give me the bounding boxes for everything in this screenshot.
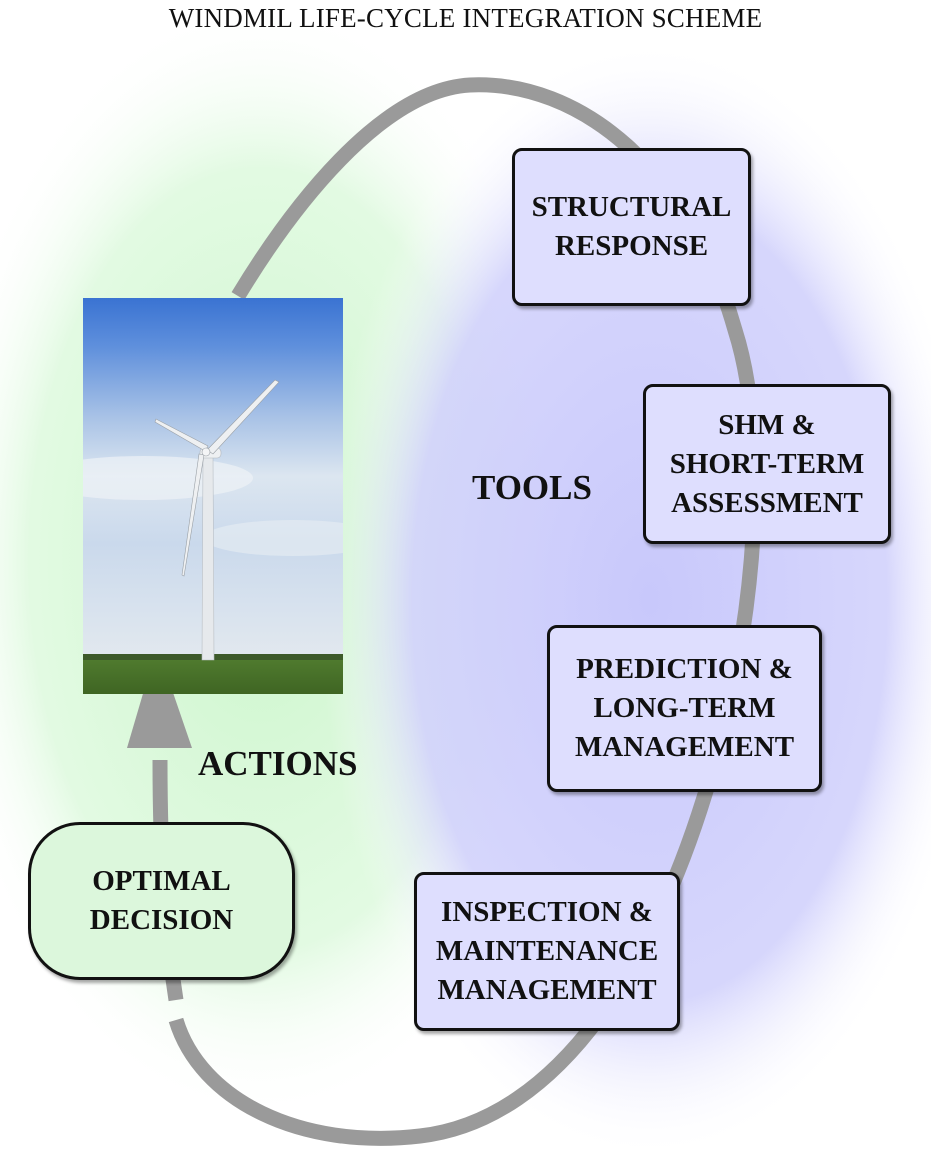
cycle-path-top-right xyxy=(168,77,763,1146)
shm-assessment-box: SHM & SHORT-TERM ASSESSMENT xyxy=(643,384,891,544)
wind-turbine-photo xyxy=(83,298,343,694)
prediction-management-box: PREDICTION & LONG-TERM MANAGEMENT xyxy=(547,625,822,792)
turbine-hub xyxy=(201,447,211,457)
actions-label: ACTIONS xyxy=(198,744,358,783)
optimal-decision-label: OPTIMAL DECISION xyxy=(89,865,234,936)
actions-arrowhead xyxy=(127,646,192,748)
optimal-decision-box: OPTIMAL DECISION xyxy=(28,822,295,980)
diagram-title: WINDMIL LIFE-CYCLE INTEGRATION SCHEME xyxy=(168,3,763,33)
structural-response-box: STRUCTURAL RESPONSE xyxy=(512,148,751,306)
structural-response-label: STRUCTURAL RESPONSE xyxy=(531,191,732,262)
turbine-blade-up xyxy=(206,379,280,455)
turbine-blade-left xyxy=(154,418,209,452)
inspection-maintenance-label: INSPECTION & MAINTENANCE MANAGEMENT xyxy=(435,896,659,1006)
grass-field xyxy=(83,660,343,694)
turbine-tower xyxy=(201,455,215,661)
shm-assessment-label: SHM & SHORT-TERM ASSESSMENT xyxy=(669,408,865,519)
turbine-blade-down xyxy=(181,453,205,577)
prediction-management-label: PREDICTION & LONG-TERM MANAGEMENT xyxy=(574,653,795,763)
tools-label: TOOLS xyxy=(472,468,592,507)
inspection-maintenance-box: INSPECTION & MAINTENANCE MANAGEMENT xyxy=(414,872,680,1031)
